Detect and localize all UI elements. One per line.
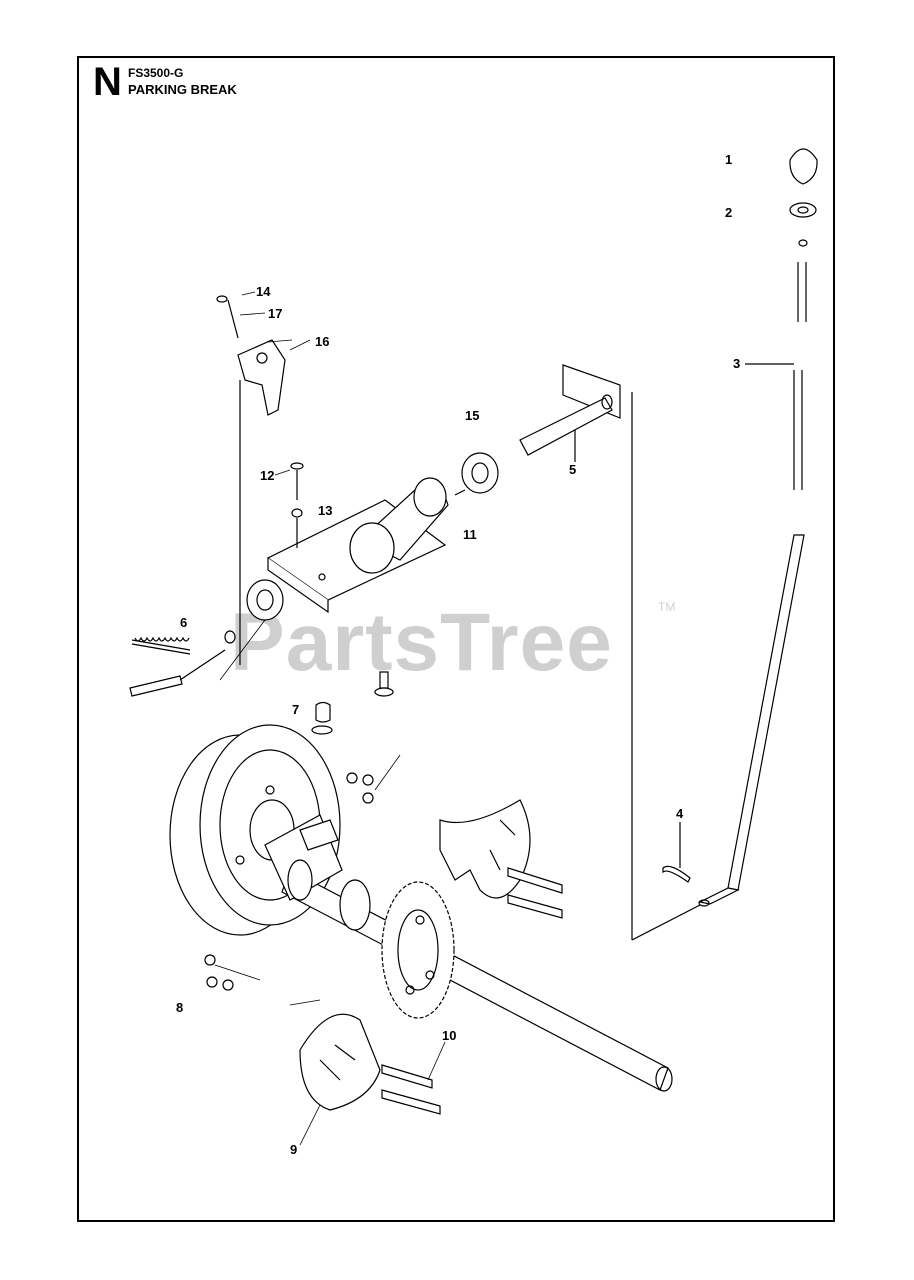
part-bolts-upper[interactable] [507,867,563,919]
callout-3[interactable]: 3 [733,356,741,371]
part-long-bolt[interactable] [129,630,236,697]
watermark: PartsTree [230,597,613,688]
callout-5[interactable]: 5 [569,462,577,477]
part-spring[interactable] [131,636,191,655]
part-shaft-bracket[interactable] [519,364,621,462]
part-cotter-pin[interactable] [662,822,691,883]
part-housing-bolt[interactable] [290,462,304,548]
part-collar[interactable] [339,879,371,931]
part-brake-lever[interactable] [698,534,805,907]
watermark-trademark: TM [658,600,676,614]
part-nuts[interactable] [204,772,374,991]
model-number: FS3500-G [128,66,184,80]
callout-15[interactable]: 15 [465,408,480,423]
callout-11[interactable]: 11 [463,527,477,542]
part-knob[interactable] [789,148,818,185]
callout-1[interactable]: 1 [725,152,733,167]
part-bearing-upper[interactable] [461,452,499,494]
callout-17[interactable]: 17 [268,306,283,321]
callout-7[interactable]: 7 [292,702,300,717]
callout-13[interactable]: 13 [318,503,333,518]
callout-12[interactable]: 12 [260,468,275,483]
callout-14[interactable]: 14 [256,284,271,299]
part-bolts-lower[interactable] [381,1064,441,1115]
part-brake-disc-lower[interactable] [299,1013,381,1111]
diagram-title: PARKING BREAK [128,82,237,97]
part-bearing-lower[interactable] [246,579,284,621]
callout-4[interactable]: 4 [676,806,684,821]
part-wheel-hub[interactable] [264,814,343,901]
callout-10[interactable]: 10 [442,1028,457,1043]
section-letter: N [93,60,122,104]
callout-6[interactable]: 6 [180,615,188,630]
part-sprocket[interactable] [381,881,455,1019]
part-rod[interactable] [745,262,807,490]
part-bolt-7[interactable] [311,671,394,735]
diagram-frame [77,56,835,1222]
callout-8[interactable]: 8 [176,1000,184,1015]
callout-2[interactable]: 2 [725,205,733,220]
part-brake-disc-upper[interactable] [439,799,531,899]
leader-lines [214,291,446,1146]
part-brake-housing[interactable] [266,477,466,614]
callout-9[interactable]: 9 [290,1142,298,1157]
callout-16[interactable]: 16 [315,334,330,349]
part-knob-nut[interactable] [789,202,817,247]
part-pawl[interactable] [216,295,286,416]
